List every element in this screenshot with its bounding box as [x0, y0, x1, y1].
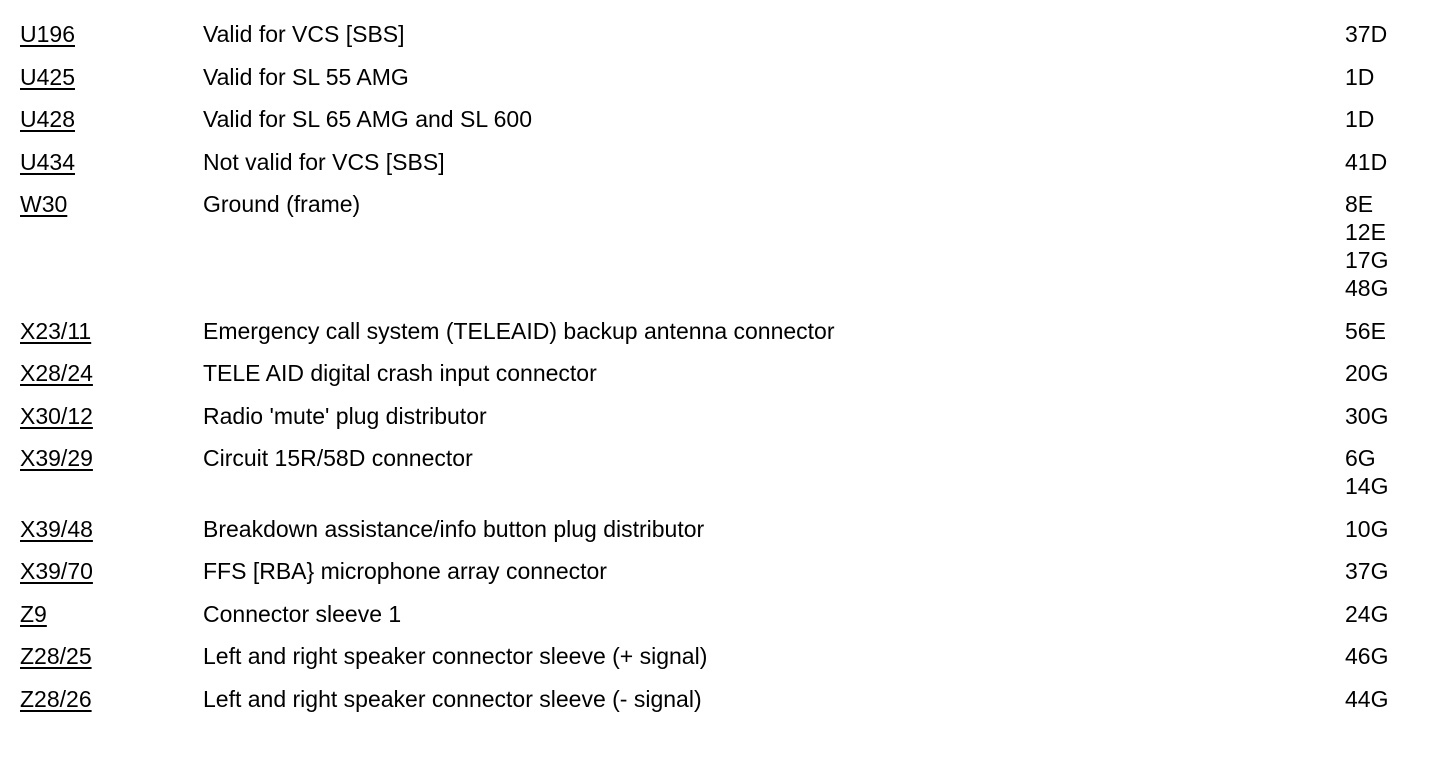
legend-row: X28/24 TELE AID digital crash input conne… — [20, 359, 1440, 387]
grid-location: 14G — [1345, 473, 1389, 499]
legend-row: U196 Valid for VCS [SBS] 37D — [20, 20, 1440, 48]
grid-location: 56E — [1345, 317, 1386, 344]
legend-row: U434 Not valid for VCS [SBS] 41D — [20, 148, 1440, 176]
component-description: FFS [RBA} microphone array connector — [203, 558, 607, 584]
grid-location: 12E — [1345, 219, 1386, 245]
grid-location: 20G — [1345, 360, 1389, 386]
component-code-link[interactable]: U196 — [20, 21, 75, 47]
component-description: Breakdown assistance/info button plug di… — [203, 515, 705, 542]
grid-location: 24G — [1345, 600, 1389, 627]
grid-locations: 10G — [1345, 515, 1440, 543]
component-description: Connector sleeve 1 — [203, 600, 402, 627]
component-code-link[interactable]: W30 — [20, 191, 68, 217]
grid-locations: 37G — [1345, 557, 1440, 585]
component-code-link[interactable]: U425 — [20, 63, 75, 90]
grid-location: 10G — [1345, 515, 1389, 542]
grid-locations: 1D — [1345, 63, 1440, 91]
legend-row: X23/11 Emergency call system (TELEAID) ba… — [20, 317, 1440, 345]
legend-row: X39/70 FFS [RBA} microphone array connect… — [20, 557, 1440, 585]
grid-location: 6G — [1345, 445, 1376, 471]
grid-location: 8E — [1345, 191, 1374, 217]
grid-locations: 44G — [1345, 685, 1440, 713]
grid-locations: 30G — [1345, 402, 1440, 430]
component-description: Circuit 15R/58D connector — [203, 445, 473, 471]
legend-row: X39/48 Breakdown assistance/info button p… — [20, 515, 1440, 543]
component-code-link[interactable]: Z28/25 — [20, 643, 92, 669]
component-code-link[interactable]: X30/12 — [20, 402, 93, 429]
component-code-link[interactable]: X39/29 — [20, 445, 93, 471]
grid-locations: 56E — [1345, 317, 1440, 345]
component-code-link[interactable]: X23/11 — [20, 317, 92, 344]
component-description: Left and right speaker connector sleeve … — [203, 685, 702, 712]
grid-location: 37D — [1345, 21, 1388, 47]
grid-location: 37G — [1345, 558, 1389, 584]
grid-location: 1D — [1345, 63, 1375, 90]
component-code-link[interactable]: U434 — [20, 148, 75, 175]
component-description: Not valid for VCS [SBS] — [203, 148, 445, 175]
component-code-link[interactable]: X39/48 — [20, 515, 93, 542]
legend-row: Z9 Connector sleeve 1 24G — [20, 600, 1440, 628]
component-description: Radio 'mute' plug distributor — [203, 402, 487, 429]
component-description: Ground (frame) — [203, 191, 361, 217]
grid-location: 1D — [1345, 106, 1375, 132]
grid-location: 17G — [1345, 247, 1389, 273]
grid-locations: 20G — [1345, 359, 1440, 387]
grid-locations: 37D — [1345, 20, 1440, 48]
legend-row: U425 Valid for SL 55 AMG 1D — [20, 63, 1440, 91]
component-code-link[interactable]: X39/70 — [20, 558, 93, 584]
grid-location: 46G — [1345, 643, 1389, 669]
grid-locations: 1D — [1345, 105, 1440, 133]
legend-row: Z28/25 Left and right speaker connector s… — [20, 642, 1440, 670]
grid-location: 44G — [1345, 685, 1389, 712]
component-description: TELE AID digital crash input connector — [203, 360, 597, 386]
component-code-link[interactable]: Z28/26 — [20, 685, 92, 712]
grid-locations: 41D — [1345, 148, 1440, 176]
grid-location: 41D — [1345, 148, 1388, 175]
component-code-link[interactable]: X28/24 — [20, 360, 93, 386]
component-code-link[interactable]: Z9 — [20, 600, 47, 627]
component-code-link[interactable]: U428 — [20, 106, 75, 132]
grid-location: 48G — [1345, 275, 1389, 301]
legend-row: X30/12 Radio 'mute' plug distributor 30G — [20, 402, 1440, 430]
component-description: Left and right speaker connector sleeve … — [203, 643, 708, 669]
legend-row: U428 Valid for SL 65 AMG and SL 600 1D — [20, 105, 1440, 133]
grid-locations: 24G — [1345, 600, 1440, 628]
grid-location: 30G — [1345, 402, 1389, 429]
grid-locations: 46G — [1345, 642, 1440, 670]
legend-row: Z28/26 Left and right speaker connector s… — [20, 685, 1440, 713]
component-description: Valid for VCS [SBS] — [203, 21, 405, 47]
component-description: Emergency call system (TELEAID) backup a… — [203, 317, 835, 344]
component-description: Valid for SL 55 AMG — [203, 63, 409, 90]
component-description: Valid for SL 65 AMG and SL 600 — [203, 106, 533, 132]
